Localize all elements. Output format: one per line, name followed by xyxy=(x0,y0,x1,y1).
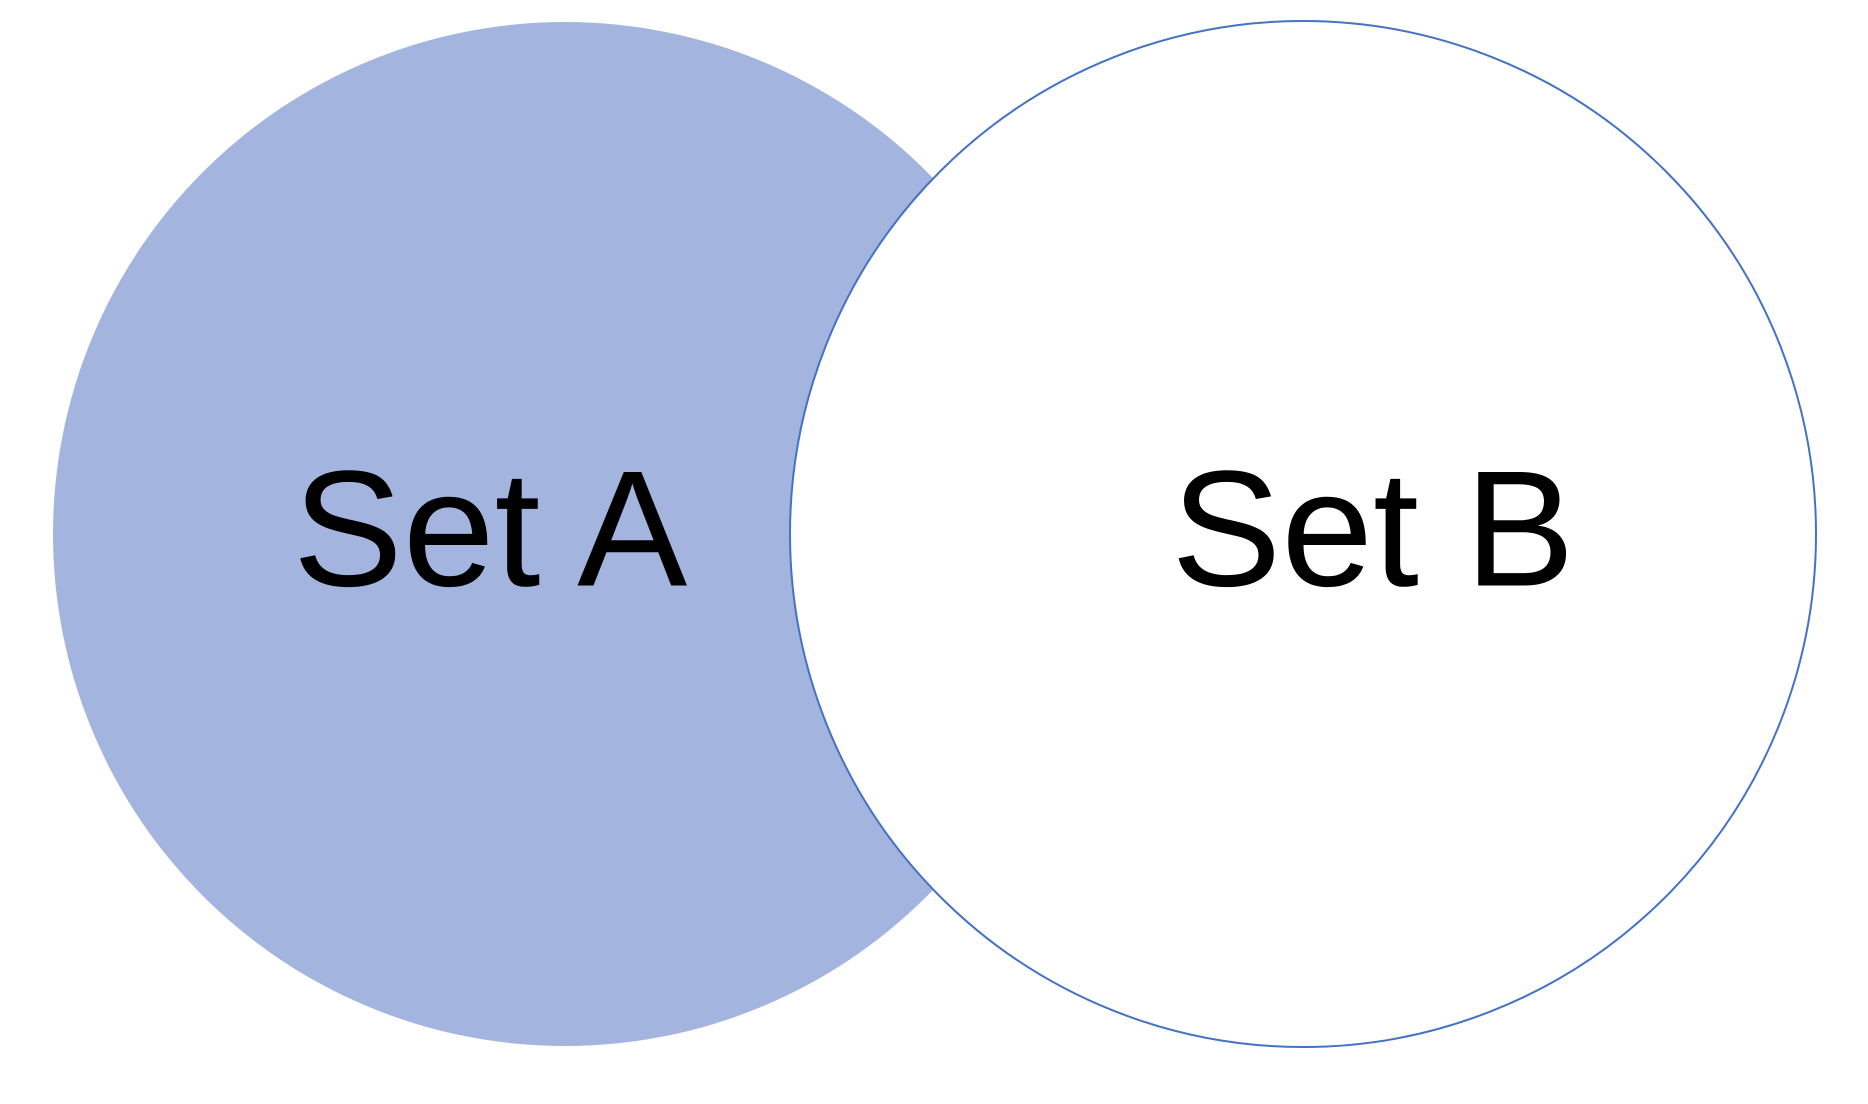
set-a-label: Set A xyxy=(292,436,688,621)
set-b-label: Set B xyxy=(1171,436,1575,621)
set-b-circle xyxy=(789,20,1817,1048)
